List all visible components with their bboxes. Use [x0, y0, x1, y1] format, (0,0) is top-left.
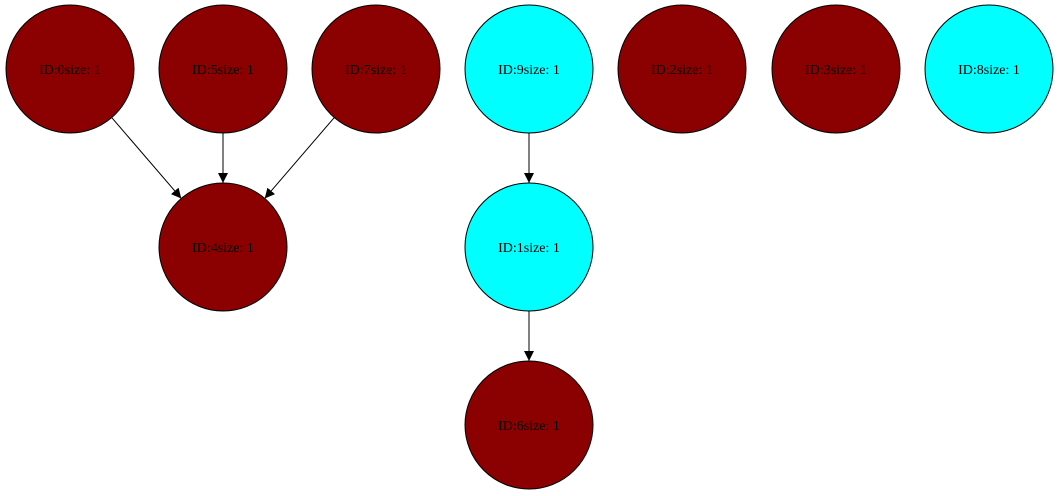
nodes-layer: ID:0size: 1 ID:5size: 1 ID:7size: 1 ID:9siz…	[5, 4, 1054, 490]
graph-node-n7: ID:7size: 1	[311, 4, 441, 134]
node-circle	[924, 4, 1054, 134]
node-circle	[771, 4, 901, 134]
node-circle	[464, 4, 594, 134]
edge-n7-n4	[264, 117, 335, 199]
node-label: ID:4size: 1	[192, 241, 254, 256]
node-label: ID:1size: 1	[498, 241, 560, 256]
node-label: ID:6size: 1	[498, 419, 560, 434]
node-label: ID:7size: 1	[345, 63, 407, 78]
node-circle	[5, 4, 135, 134]
node-label: ID:2size: 1	[651, 63, 713, 78]
graph-node-n5: ID:5size: 1	[158, 4, 288, 134]
node-circle	[311, 4, 441, 134]
edges-layer	[111, 117, 534, 361]
node-label: ID:0size: 1	[39, 63, 101, 78]
graph-node-n9: ID:9size: 1	[464, 4, 594, 134]
node-circle	[617, 4, 747, 134]
node-circle	[464, 360, 594, 490]
graph-node-n2: ID:2size: 1	[617, 4, 747, 134]
node-circle	[158, 4, 288, 134]
edge-n0-n4	[111, 117, 182, 199]
graph-node-n3: ID:3size: 1	[771, 4, 901, 134]
node-label: ID:8size: 1	[958, 63, 1020, 78]
node-circle	[158, 182, 288, 312]
graph-node-n6: ID:6size: 1	[464, 360, 594, 490]
graph-node-n0: ID:0size: 1	[5, 4, 135, 134]
node-label: ID:9size: 1	[498, 63, 560, 78]
node-circle	[464, 182, 594, 312]
node-label: ID:5size: 1	[192, 63, 254, 78]
graph-node-n8: ID:8size: 1	[924, 4, 1054, 134]
node-label: ID:3size: 1	[805, 63, 867, 78]
graph-node-n1: ID:1size: 1	[464, 182, 594, 312]
graph-node-n4: ID:4size: 1	[158, 182, 288, 312]
